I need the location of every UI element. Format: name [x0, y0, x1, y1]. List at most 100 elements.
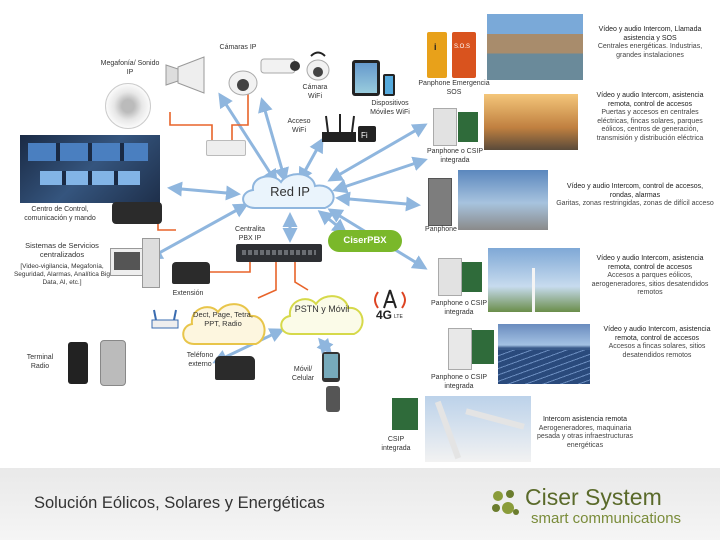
csip-board-4-icon [472, 330, 494, 364]
right-5-head: Intercom asistencia remota [542, 416, 628, 423]
right-0-body: Centrales energéticas. Industrias, grand… [597, 43, 703, 59]
panphone-2-icon [428, 178, 452, 226]
right-5-body: Aerogeneradores, maquinaria pesada y otr… [536, 424, 634, 449]
movil-label: Móvil/ Celular [291, 366, 315, 382]
telefono-externo-label: Teléfono externo [186, 352, 214, 368]
horn-speaker-icon [165, 56, 205, 94]
red-ip-label: Red IP [270, 184, 310, 199]
right-3-head: Vídeo y audio Intercom, asistencia remot… [596, 255, 704, 271]
footer-band [0, 468, 720, 540]
footer-title: Solución Eólicos, Solares y Energéticas [34, 494, 325, 512]
dam-photo [487, 14, 583, 80]
lte-icon: 4G LTE [372, 288, 408, 328]
right-2-body: Garitas, zonas restringidas, zonas de di… [556, 200, 714, 207]
right-2-device-label: Panphone [425, 226, 457, 233]
svg-text:Fi: Fi [361, 131, 368, 140]
terminal-radio-label: Terminal Radio [26, 354, 54, 370]
wire-megafonia [169, 112, 213, 140]
right-5-device-label: CSIP integrada [381, 436, 411, 452]
lte-4g: 4G [376, 308, 393, 322]
phone-wifi-icon [383, 74, 395, 96]
link-control [167, 181, 241, 201]
console-phone-icon [112, 202, 162, 224]
right-0-desc: Vídeo y audio Intercom, Llamada asistenc… [585, 26, 715, 60]
centralita-label: Centralita PBX IP [235, 226, 265, 242]
wifi-router-icon: Fi [322, 114, 376, 142]
right-0-head: Vídeo y audio Intercom, Llamada asistenc… [598, 26, 702, 42]
red-ip-cloud [242, 173, 335, 209]
brand-tagline: smart communications [531, 510, 682, 527]
pbx-switch-icon [236, 244, 322, 262]
right-3-body: Accesos a parques eólicos, aerogenerador… [591, 272, 709, 296]
lte-suffix: LTE [394, 314, 403, 320]
external-phone-icon [215, 356, 255, 380]
sistemas-label: Sistemas de Servicios centralizados [25, 241, 99, 259]
link-wifi [298, 137, 324, 183]
right-1-body: Puertas y accesos en centrales eléctrica… [596, 109, 704, 142]
ip-cameras-icon [228, 58, 300, 96]
right-4-device-label: Panphone o CSIP integrada [430, 374, 488, 390]
dispositivos-label: Dispositivos Móviles WiFi [370, 100, 410, 116]
right-1-head: Vídeo y audio Intercom, asistencia remot… [596, 92, 704, 108]
csip-board-1-icon [458, 112, 478, 142]
link-movil [316, 337, 334, 355]
csip-board-3-icon [462, 262, 482, 292]
control-center-photo [20, 135, 160, 203]
audio-adapter-icon [206, 140, 246, 156]
sos-panphone-info-icon: i [427, 32, 447, 78]
right-1-desc: Vídeo y audio Intercom, asistencia remot… [585, 92, 715, 143]
monitor-icon [110, 248, 144, 276]
sistemas-detail: [Video-vigilancia, Megafonía, Seguridad,… [13, 263, 111, 286]
right-4-head: Vídeo y audio Intercom, asistencia remot… [603, 326, 711, 342]
link-servicios [147, 203, 249, 260]
sos-i-text: i [434, 42, 437, 52]
right-0-device-label: Panphone Emergencia SOS [418, 80, 490, 96]
link-panphone2 [335, 191, 421, 212]
pstn-cloud [280, 295, 364, 335]
server-tower-icon [142, 238, 160, 288]
dect-label: Dect, Page, Tetra, PPT, Radio [193, 310, 253, 328]
extension-phone-icon [172, 262, 210, 284]
right-4-desc: Vídeo y audio Intercom, asistencia remot… [596, 326, 718, 360]
wind-farm-photo [488, 248, 580, 312]
transformer-photo [458, 170, 548, 230]
right-3-device-label: Panphone o CSIP integrada [430, 300, 488, 316]
panphone-3-icon [438, 258, 462, 296]
ciserpbx-badge: CiserPBX [328, 230, 402, 252]
ceiling-speaker-icon [105, 83, 151, 129]
turbine-photo [425, 396, 531, 462]
sos-text: S.O.S [454, 44, 471, 50]
link-panphone1 [332, 156, 428, 194]
megafonia-label: Megafonía/ Sonido IP [100, 60, 160, 76]
link-camaras [258, 97, 289, 183]
sos-panphone-icon: S.O.S [452, 32, 476, 78]
substation-photo [484, 94, 578, 150]
radio-terminal-icon [100, 340, 126, 386]
brand-name: Ciser System [525, 484, 662, 510]
wire-pbx-pstn [294, 262, 309, 291]
radio-walkie-icon [68, 342, 88, 384]
wifi-camera-icon [306, 51, 330, 81]
csip-board-5-icon [392, 398, 418, 430]
acceso-wifi-label: Acceso WiFi [287, 118, 311, 134]
wire-camaras [231, 92, 249, 140]
panphone-1-icon [433, 108, 457, 146]
ciser-logo-icon [492, 490, 519, 515]
panphone-4-icon [448, 328, 472, 370]
flip-phone-icon [326, 386, 340, 412]
dect-cloud [182, 303, 266, 345]
camara-wifi-label: Cámara WiFi [302, 84, 328, 100]
right-3-desc: Vídeo y audio Intercom, asistencia remot… [585, 255, 715, 298]
extension-label: Extensión [172, 290, 204, 297]
right-1-device-label: Panphone o CSIP integrada [426, 148, 484, 164]
camaras-ip-label: Cámaras IP [219, 44, 257, 51]
smartphone-icon [322, 352, 340, 382]
tablet-icon [352, 60, 380, 96]
wire-pbx-dect [257, 262, 277, 299]
link-ciserpbx [317, 210, 348, 234]
centro-control-label: Centro de Control, comunicación y mando [24, 206, 96, 222]
right-4-body: Accesos a fincas solares, sitios desaten… [608, 343, 706, 359]
right-2-desc: Vídeo y audio Intercom, control de acces… [555, 183, 715, 209]
pstn-label: PSTN y Móvil [294, 304, 350, 314]
